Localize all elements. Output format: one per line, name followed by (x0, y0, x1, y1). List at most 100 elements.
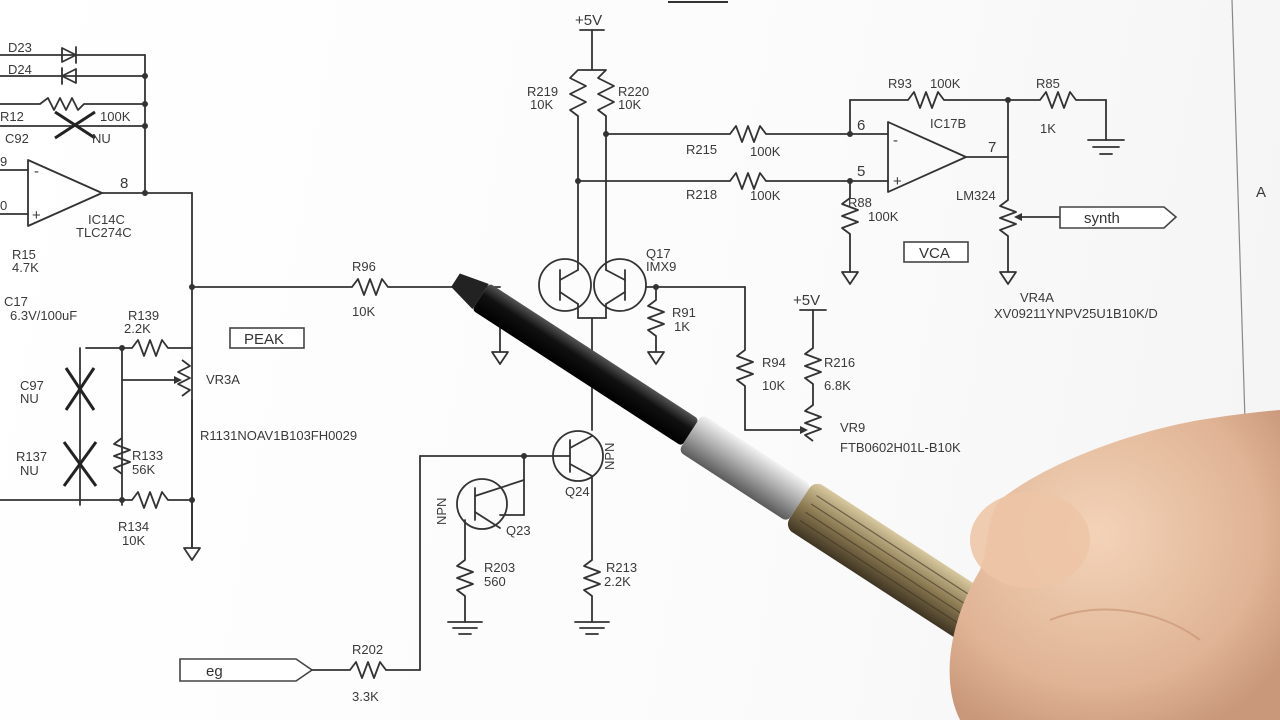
potentiometer-vr3a (177, 359, 191, 397)
synth-tag-text: synth (1084, 210, 1120, 227)
label-r215: R215 (686, 142, 717, 157)
label-c92-value: NU (92, 131, 111, 146)
label-r202-value: 3.3K (352, 689, 379, 704)
resistor-r216 (804, 347, 822, 385)
label-r137-value: NU (20, 463, 39, 478)
label-q24-type: NPN (602, 443, 617, 470)
pin-ic14-minus: - (34, 163, 39, 180)
label-vr4a: VR4A (1020, 290, 1054, 305)
resistor-r139 (131, 339, 169, 357)
label-r203: R203 (484, 560, 515, 575)
transistor-q23 (456, 455, 525, 561)
label-r202: R202 (352, 642, 383, 657)
label-r12x-value: 100K (100, 109, 131, 124)
label-r213-value: 2.2K (604, 574, 631, 589)
eg-tag-text: eg (206, 663, 223, 680)
ground-vr4a (999, 271, 1017, 285)
label-r215-value: 100K (750, 144, 781, 159)
label-q23: Q23 (506, 523, 531, 538)
label-r216-value: 6.8K (824, 378, 851, 393)
label-r134-value: 10K (122, 533, 145, 548)
label-r12x: R12 (0, 109, 24, 124)
diode-d24 (61, 68, 77, 84)
resistor-r91 (647, 299, 665, 337)
pin-ic14-out: 8 (120, 175, 128, 192)
resistor-r134 (131, 491, 169, 509)
left-feedback-network (0, 46, 148, 193)
label-r93: R93 (888, 76, 912, 91)
eg-tag (179, 658, 314, 682)
resistor-r218 (729, 172, 767, 190)
peak-tag (229, 327, 305, 349)
label-c92: C92 (5, 131, 29, 146)
sheet-border (1231, 0, 1246, 421)
label-c97-value: NU (20, 391, 39, 406)
label-vr3a: VR3A (206, 372, 240, 387)
pin-ic14-edge-bot: 0 (0, 198, 7, 213)
vca-tag-text: VCA (919, 245, 950, 262)
label-r94: R94 (762, 355, 786, 370)
label-ic14c-part: TLC274C (76, 225, 132, 240)
label-r139-value: 2.2K (124, 321, 151, 336)
label-d23: D23 (8, 40, 32, 55)
label-r219-value: 10K (530, 97, 553, 112)
potentiometer-vr4a (999, 199, 1017, 237)
label-q17-part: IMX9 (646, 259, 676, 274)
label-r219: R219 (527, 84, 558, 99)
hand (949, 410, 1280, 720)
pin-ic14-edge-top: 9 (0, 154, 7, 169)
label-r88-value: 100K (868, 209, 899, 224)
label-r137: R137 (16, 449, 47, 464)
label-r203-value: 560 (484, 574, 506, 589)
label-plus5v-mid: +5V (793, 292, 820, 309)
label-r133-value: 56K (132, 462, 155, 477)
label-vr9: VR9 (840, 420, 865, 435)
resistor-r203 (456, 559, 474, 597)
label-r91-value: 1K (674, 319, 690, 334)
label-ic17b-part: LM324 (956, 188, 996, 203)
resistor-r88 (841, 197, 859, 235)
label-r91: R91 (672, 305, 696, 320)
label-r216: R216 (824, 355, 855, 370)
label-r88: R88 (848, 195, 872, 210)
ground-symbol (183, 547, 201, 561)
label-plus5v-top: +5V (575, 12, 602, 29)
label-r134: R134 (118, 519, 149, 534)
pin-ic17-inv: 6 (857, 117, 865, 134)
ground-r91 (647, 351, 665, 365)
label-r96-value: 10K (352, 304, 375, 319)
label-r213: R213 (606, 560, 637, 575)
label-vr3a-part: R1131NOAV1B103FH0029 (200, 428, 357, 443)
label-c17: C17 (4, 294, 28, 309)
label-d24: D24 (8, 62, 32, 77)
label-ic17b: IC17B (930, 116, 966, 131)
label-r93-value: 100K (930, 76, 961, 91)
pin-ic17-minus: - (893, 132, 898, 149)
label-r15: R15 (12, 247, 36, 262)
resistor-r219 (569, 69, 587, 117)
opamp-ic14c (0, 159, 193, 227)
diode-d23 (61, 47, 77, 63)
resistor-r213 (583, 559, 601, 597)
transistor-q17 (538, 258, 647, 319)
resistor-r96 (351, 278, 389, 296)
label-ic14c: IC14C (88, 212, 125, 227)
resistor-r12x (39, 97, 85, 111)
ground-q17-base (491, 351, 509, 365)
label-r139: R139 (128, 308, 159, 323)
label-c17-value: 6.3V/100uF (10, 308, 77, 323)
label-r218: R218 (686, 187, 717, 202)
label-r15-value: 4.7K (12, 260, 39, 275)
potentiometer-vr9 (804, 404, 822, 442)
resistor-r85 (1039, 91, 1077, 109)
label-r133: R133 (132, 448, 163, 463)
label-r85: R85 (1036, 76, 1060, 91)
label-vr9-part: FTB0602H01L-B10K (840, 440, 961, 455)
label-q17: Q17 (646, 246, 671, 261)
label-r85-value: 1K (1040, 121, 1056, 136)
opamp-ic17b (887, 121, 1009, 193)
synth-tag (1059, 206, 1178, 229)
pin-ic14-plus: + (32, 207, 41, 224)
